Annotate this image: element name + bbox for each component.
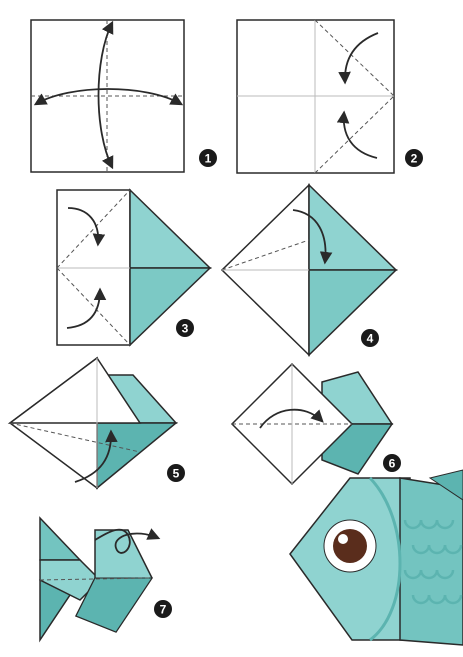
step-number: 5 — [173, 467, 180, 481]
step-number: 3 — [182, 322, 189, 336]
step-number: 7 — [160, 603, 167, 617]
step-number: 1 — [205, 152, 212, 166]
step-badge-7: 7 — [154, 600, 172, 618]
step-1-diagram: 1 — [31, 20, 217, 172]
step-3-diagram: 3 — [57, 190, 210, 345]
step-7-diagram: 7 — [40, 518, 172, 640]
fish-eye-icon — [324, 520, 376, 572]
step-5-diagram: 5 — [10, 358, 185, 488]
step-number: 2 — [411, 152, 418, 166]
step-4-diagram: 4 — [222, 185, 396, 355]
finished-fish-illustration — [290, 470, 463, 645]
step-number: 6 — [389, 457, 396, 471]
teal-flap-bottom — [97, 423, 176, 488]
eye-highlight — [338, 534, 348, 544]
step-badge-1: 1 — [199, 149, 217, 167]
step-badge-5: 5 — [167, 464, 185, 482]
step-number: 4 — [367, 332, 374, 346]
teal-flap-bottom — [130, 268, 210, 345]
eye-iris — [333, 529, 367, 563]
step-badge-3: 3 — [176, 319, 194, 337]
tail-top-fin — [40, 518, 80, 560]
step-badge-2: 2 — [405, 149, 423, 167]
step-6-diagram: 6 — [232, 364, 401, 484]
step-badge-6: 6 — [383, 454, 401, 472]
diamond-right-bottom-teal — [309, 270, 396, 355]
teal-flap-top — [130, 190, 210, 268]
step-badge-4: 4 — [361, 329, 379, 347]
step-2-diagram: 2 — [237, 20, 423, 173]
diamond-right-top-teal — [309, 185, 396, 270]
fish-body-right — [400, 478, 463, 645]
